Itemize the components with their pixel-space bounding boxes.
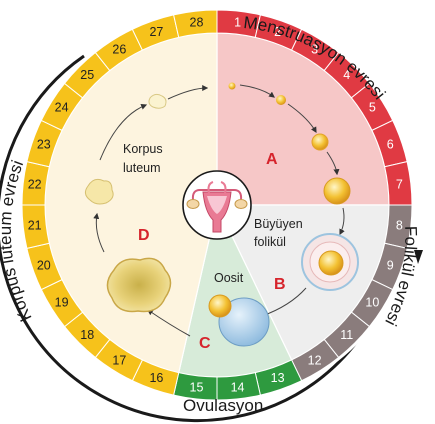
secondary-follicle [311, 133, 329, 151]
day-number-22: 22 [28, 177, 42, 191]
day-number-28: 28 [190, 16, 204, 30]
day-number-9: 9 [387, 259, 394, 273]
day-number-4: 4 [343, 68, 350, 82]
day-number-20: 20 [37, 259, 51, 273]
zone-letter-b: B [274, 276, 286, 293]
day-number-6: 6 [387, 137, 394, 151]
oocyte-illustration [208, 294, 270, 347]
zone-letter-d: D [138, 227, 150, 244]
day-number-24: 24 [55, 100, 69, 114]
day-number-26: 26 [112, 43, 126, 57]
day-cell-28 [173, 9, 218, 38]
zone-letter-c: C [199, 335, 211, 352]
zone-a-menstruation [216, 32, 390, 206]
day-number-21: 21 [28, 219, 42, 233]
day-number-11: 11 [340, 328, 353, 342]
zone-letter-a: A [266, 151, 278, 168]
day-number-2: 2 [274, 25, 281, 39]
day-number-13: 13 [271, 371, 285, 385]
phase-title-ovulation: Ovulasyon [183, 396, 263, 415]
growing-follicle-illustration [260, 233, 359, 318]
day-number-16: 16 [149, 371, 163, 385]
day-number-14: 14 [231, 380, 245, 394]
day-number-17: 17 [112, 353, 126, 367]
day-number-8: 8 [396, 219, 403, 233]
label-oocyte: Oosit [214, 271, 244, 285]
day-number-18: 18 [80, 328, 94, 342]
label-growing-follicle-line1: Büyüyen [254, 217, 303, 231]
follicle-progression [228, 82, 351, 236]
day-number-1: 1 [234, 16, 241, 30]
label-corpus-luteum-line2: luteum [123, 161, 161, 175]
day-number-25: 25 [80, 68, 94, 82]
primary-follicle [276, 95, 286, 105]
regressing-corpus-luteum [84, 178, 114, 205]
label-growing-follicle-line2: folikül [254, 235, 286, 249]
day-number-12: 12 [308, 353, 322, 367]
cycle-direction-arrow-head [414, 250, 423, 264]
day-number-3: 3 [311, 43, 318, 57]
day-number-23: 23 [37, 137, 51, 151]
corpus-luteum-development [84, 85, 209, 337]
uterus-icon [182, 170, 252, 240]
mature-corpus-luteum [106, 257, 172, 313]
label-corpus-luteum-line1: Korpus [123, 142, 163, 156]
day-number-5: 5 [369, 100, 376, 114]
day-number-15: 15 [190, 380, 204, 394]
day-number-7: 7 [396, 177, 403, 191]
day-number-27: 27 [149, 25, 163, 39]
primordial-follicle [228, 82, 236, 90]
day-number-19: 19 [55, 296, 69, 310]
day-number-10: 10 [365, 296, 379, 310]
corpus-albicans [148, 93, 167, 109]
antral-follicle [323, 177, 351, 205]
